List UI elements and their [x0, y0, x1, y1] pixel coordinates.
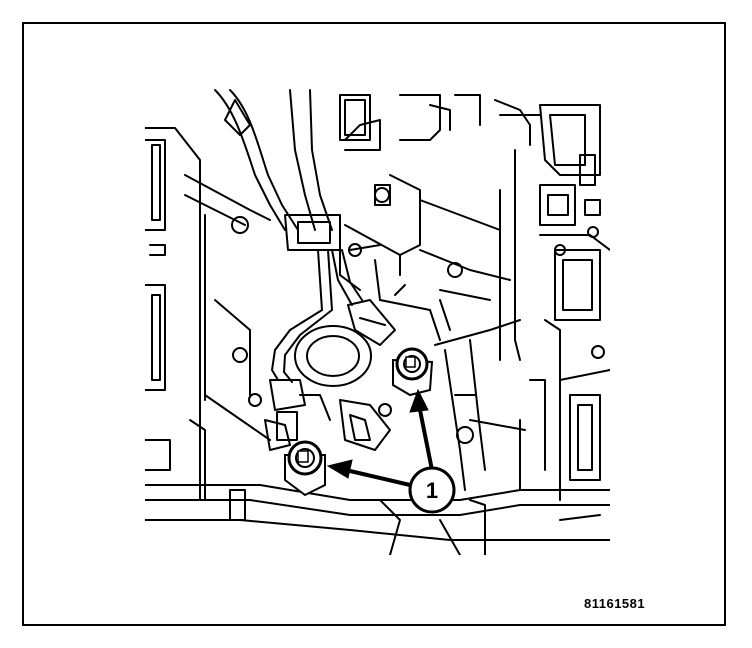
frame-rails [145, 484, 610, 555]
figure-number: 81161581 [584, 596, 646, 611]
wiring-harness [214, 89, 396, 451]
leader-arrow-lower [349, 469, 411, 487]
callout-number: 1 [426, 478, 438, 503]
engine-block-casting [145, 94, 610, 501]
figure-frame [22, 22, 726, 626]
sensor-bolt-lower [284, 440, 326, 497]
sensor-bolt-upper [392, 347, 434, 397]
callout-leaders [326, 388, 434, 487]
leader-arrow-upper [418, 409, 434, 471]
callout-bubble: 1 [408, 466, 456, 514]
leader-arrowhead-lower [326, 459, 353, 479]
leader-arrowhead-upper [409, 388, 429, 413]
